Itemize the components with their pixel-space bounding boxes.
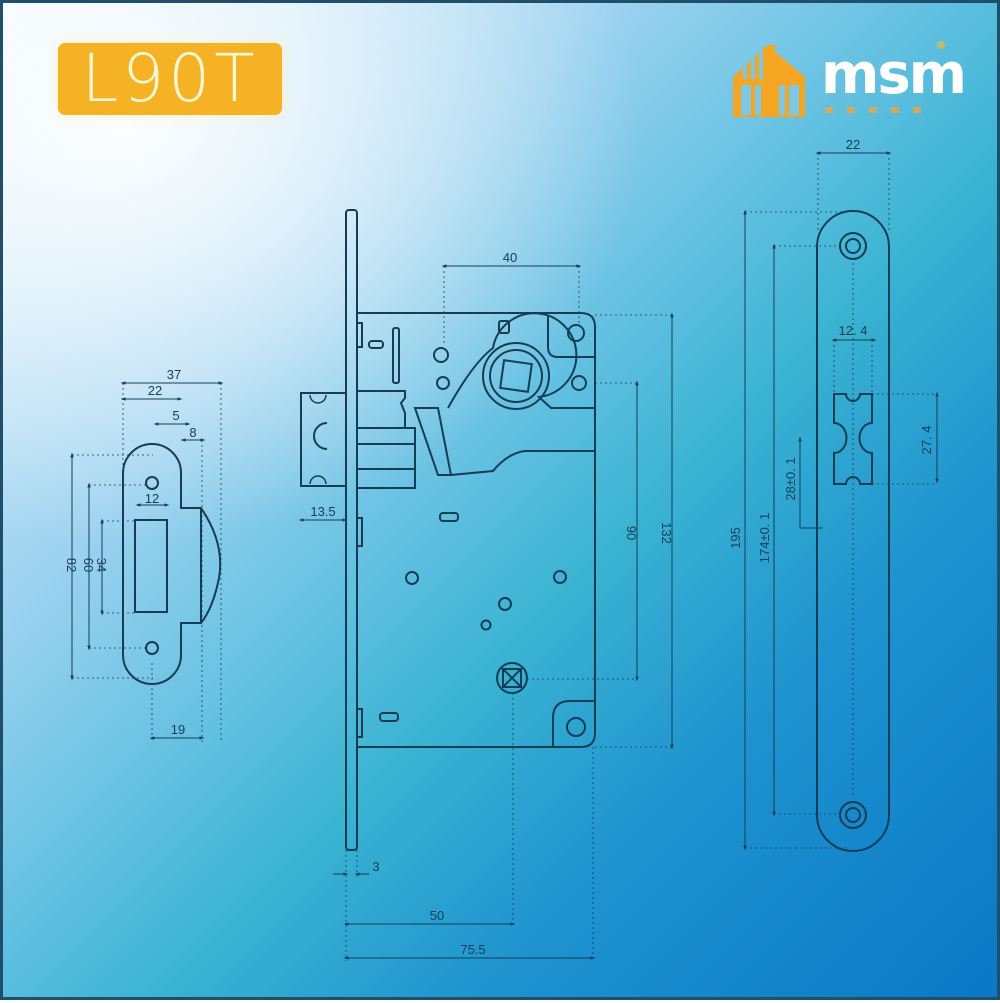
dim-latch-slot-height: 27. 4 xyxy=(919,426,934,455)
dim-latch-slot-width: 12. 4 xyxy=(839,323,868,338)
model-name: L90T xyxy=(81,40,259,117)
dim-spindle-to-key: 90 xyxy=(624,526,639,540)
house-logo-icon xyxy=(733,45,805,117)
dim-faceplate-thickness: 3 xyxy=(372,859,379,874)
registered-mark-icon xyxy=(937,41,945,49)
dim-faceplate-height: 195 xyxy=(728,527,743,549)
brand-logo: msm xyxy=(731,41,967,121)
dim-strike-lip-offset: 5 xyxy=(172,408,179,423)
dim-strike-to-lip: 22 xyxy=(148,383,162,398)
dim-strike-lip-projection: 19 xyxy=(171,722,185,737)
dim-faceplate-hole-spacing: 174±0. 1 xyxy=(757,513,772,564)
dim-latch-projection: 13.5 xyxy=(310,504,335,519)
strike-plate-dimensions xyxy=(70,381,224,743)
lock-body-dimensions xyxy=(298,264,674,961)
dim-faceplate-width: 22 xyxy=(846,137,860,152)
dim-strike-slot-height: 34 xyxy=(94,558,109,572)
dim-body-height: 132 xyxy=(659,522,674,544)
faceplate-edge xyxy=(345,209,358,851)
dim-backset: 50 xyxy=(430,908,444,923)
technical-drawing: 37 22 5 8 12 19 82 60 34 xyxy=(64,137,939,961)
strike-plate xyxy=(122,443,222,685)
dim-strike-width: 37 xyxy=(167,367,181,382)
dim-strike-height: 82 xyxy=(64,558,79,572)
dim-strike-lip-depth: 8 xyxy=(189,425,196,440)
dim-body-depth: 75.5 xyxy=(460,942,485,957)
model-badge: L90T xyxy=(58,43,282,115)
brand-dots xyxy=(825,107,921,113)
dim-latch-offset: 28±0. 1 xyxy=(783,457,798,500)
dim-strike-slot-width: 12 xyxy=(145,491,159,506)
dim-latch-to-spindle: 40 xyxy=(503,250,517,265)
faceplate-dimensions xyxy=(743,151,939,851)
brand-name: msm xyxy=(821,42,967,107)
dim-strike-hole-spacing: 60 xyxy=(81,558,96,572)
lock-body xyxy=(300,209,596,851)
